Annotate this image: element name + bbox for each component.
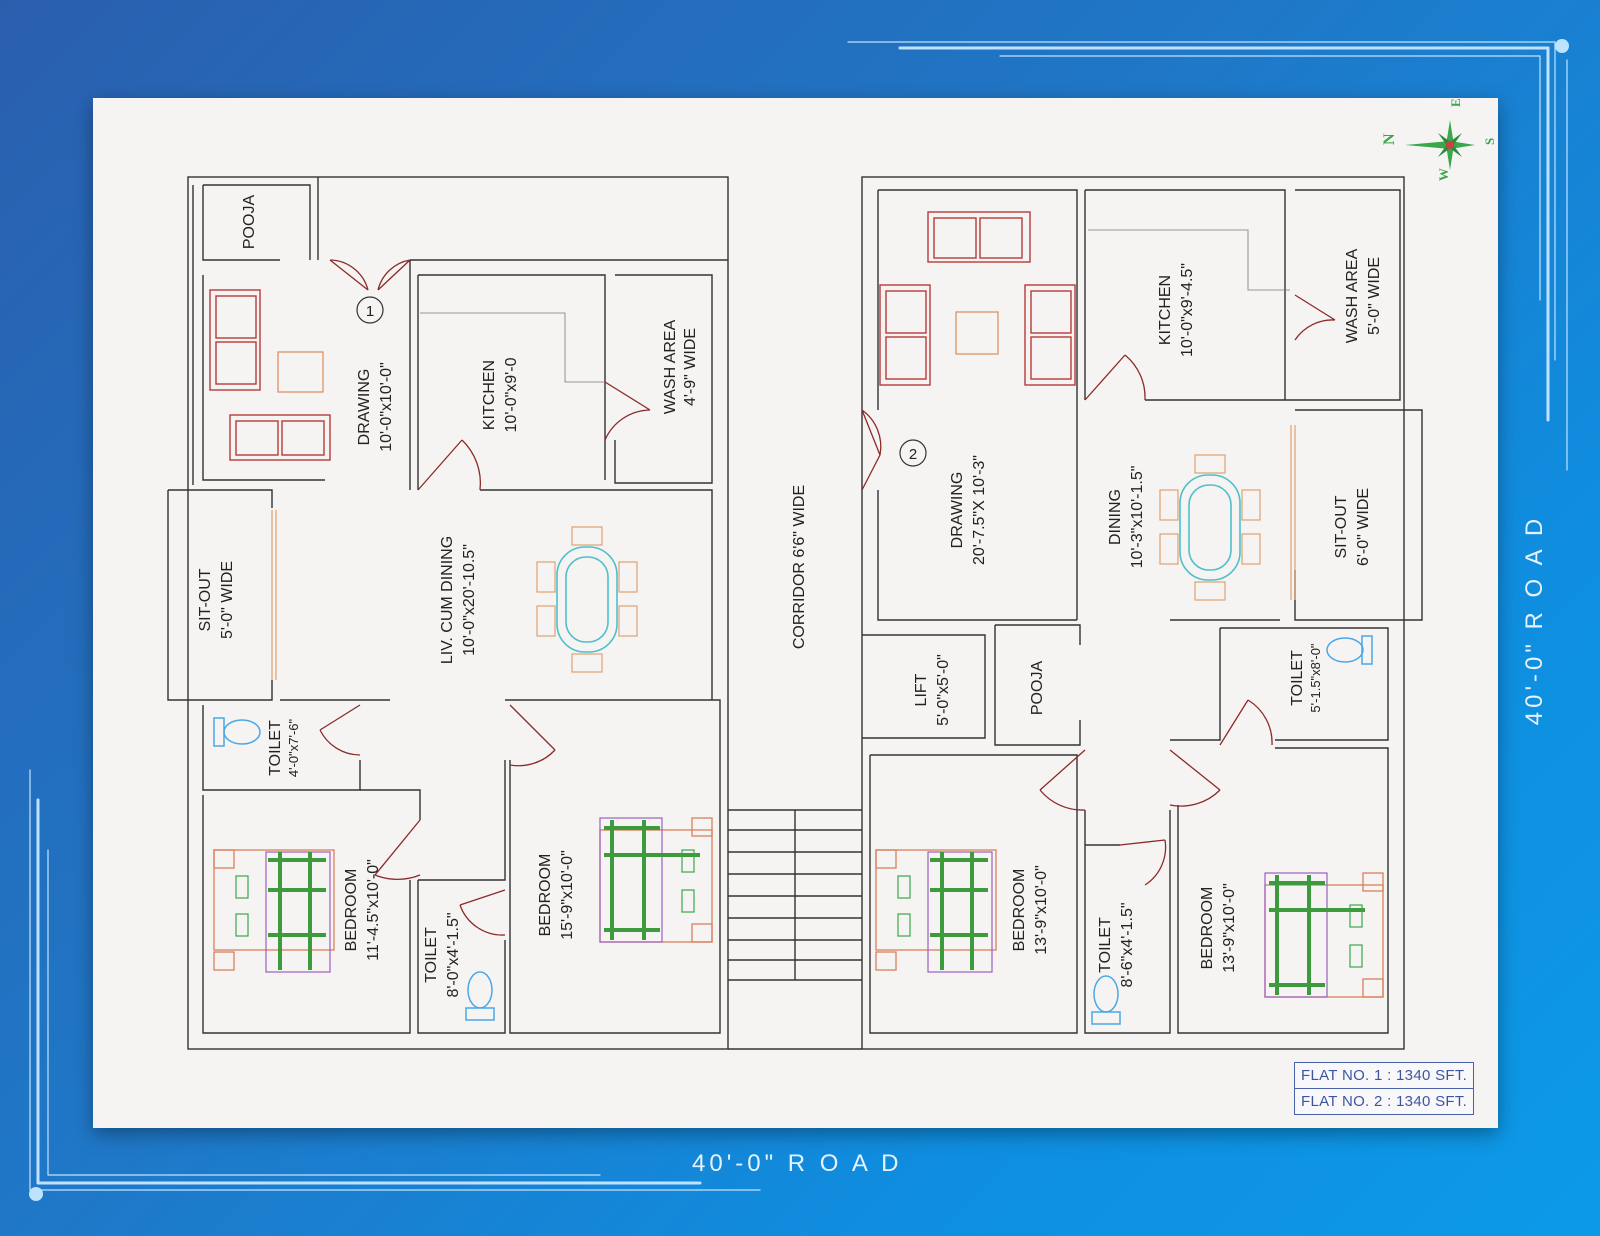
svg-text:8'-6"x4'-1.5": 8'-6"x4'-1.5" xyxy=(1119,902,1136,987)
svg-text:13'-9"x10'-0": 13'-9"x10'-0" xyxy=(1221,883,1238,973)
svg-text:TOILET: TOILET xyxy=(267,720,284,776)
svg-text:E: E xyxy=(1448,98,1463,107)
svg-text:5'-0" WIDE: 5'-0" WIDE xyxy=(1366,257,1383,335)
road-label-bottom: 40'-0" R O A D xyxy=(692,1150,903,1177)
svg-text:4'-9" WIDE: 4'-9" WIDE xyxy=(682,328,699,406)
sitout-glazing xyxy=(271,425,1296,680)
svg-text:BEDROOM: BEDROOM xyxy=(537,854,554,937)
svg-text:6'-0" WIDE: 6'-0" WIDE xyxy=(1355,488,1372,566)
svg-text:15'-9"x10'-0": 15'-9"x10'-0" xyxy=(559,850,576,940)
svg-text:10'-0"x20'-10.5": 10'-0"x20'-10.5" xyxy=(461,544,478,656)
bed-2b xyxy=(1264,872,1384,998)
svg-text:TOILET: TOILET xyxy=(1289,650,1306,706)
svg-text:11'-4.5"x10'-0": 11'-4.5"x10'-0" xyxy=(365,859,382,961)
room-label-kitchen2: KITCHEN 10'-0"x9'-4.5" xyxy=(1157,263,1196,357)
svg-text:10'-0"x10'-0": 10'-0"x10'-0" xyxy=(378,362,395,452)
room-label-drawing1: DRAWING 10'-0"x10'-0" xyxy=(356,362,395,452)
svg-text:13'-9"x10'-0": 13'-9"x10'-0" xyxy=(1033,865,1050,955)
svg-text:5'-0"x5'-0": 5'-0"x5'-0" xyxy=(935,654,952,726)
road-label-right: 40'-0" R O A D xyxy=(1521,514,1548,726)
svg-text:W: W xyxy=(1436,168,1451,181)
svg-text:BEDROOM: BEDROOM xyxy=(1199,887,1216,970)
area-table: FLAT NO. 1 : 1340 SFT. FLAT NO. 2 : 1340… xyxy=(1294,1062,1475,1115)
svg-text:BEDROOM: BEDROOM xyxy=(343,869,360,952)
svg-text:5'-1.5"x8'-0": 5'-1.5"x8'-0" xyxy=(1308,643,1323,712)
svg-text:2: 2 xyxy=(909,446,917,463)
room-label-bedroom2a: BEDROOM 13'-9"x10'-0" xyxy=(1011,865,1050,955)
svg-text:WASH AREA: WASH AREA xyxy=(1344,248,1361,343)
wc-fixtures xyxy=(213,635,1373,1025)
room-label-kitchen1: KITCHEN 10'-0"x9'-0 xyxy=(481,357,520,432)
svg-text:DINING: DINING xyxy=(1107,489,1124,545)
area-row-flat1: FLAT NO. 1 : 1340 SFT. xyxy=(1295,1063,1474,1089)
room-label-wash1: WASH AREA 4'-9" WIDE xyxy=(662,319,699,414)
room-label-toilet2b: TOILET 8'-6"x4'-1.5" xyxy=(1097,902,1136,987)
room-label-sitout1: SIT-OUT 5'-0" WIDE xyxy=(197,561,236,639)
room-label-sitout2: SIT-OUT 6'-0" WIDE xyxy=(1333,488,1372,566)
room-label-living1: LIV. CUM DINING 10'-0"x20'-10.5" xyxy=(439,536,478,664)
room-label-bedroom1a: BEDROOM 11'-4.5"x10'-0" xyxy=(343,859,382,961)
room-label-lift: LIFT 5'-0"x5'-0" xyxy=(913,654,952,726)
corridor-label: CORRIDOR 6'6" WIDE xyxy=(791,485,808,649)
svg-text:DRAWING: DRAWING xyxy=(949,472,966,549)
svg-text:N: N xyxy=(1381,133,1398,145)
svg-text:S: S xyxy=(1482,138,1497,145)
svg-text:10'-3"x10'-1.5": 10'-3"x10'-1.5" xyxy=(1129,466,1146,569)
room-label-bedroom1b: BEDROOM 15'-9"x10'-0" xyxy=(537,850,576,940)
room-label-toilet2a: TOILET 5'-1.5"x8'-0" xyxy=(1289,643,1323,712)
svg-text:KITCHEN: KITCHEN xyxy=(1157,275,1174,345)
dining-table-flat1 xyxy=(536,526,638,673)
entry-marker-2: 2 xyxy=(899,439,927,467)
svg-text:DRAWING: DRAWING xyxy=(356,369,373,446)
area-row-flat2: FLAT NO. 2 : 1340 SFT. xyxy=(1301,1093,1468,1110)
sofa-set-flat1 xyxy=(209,289,331,461)
svg-text:10'-0"x9'-0: 10'-0"x9'-0 xyxy=(503,357,520,432)
room-label-pooja1: POOJA xyxy=(241,195,258,250)
svg-text:SIT-OUT: SIT-OUT xyxy=(1333,495,1350,558)
room-label-bedroom2b: BEDROOM 13'-9"x10'-0" xyxy=(1199,883,1238,973)
svg-text:SIT-OUT: SIT-OUT xyxy=(197,568,214,631)
svg-text:8'-0"x4'-1.5": 8'-0"x4'-1.5" xyxy=(445,912,462,997)
svg-text:LIFT: LIFT xyxy=(913,673,930,706)
bed-1a xyxy=(213,849,335,973)
svg-text:BEDROOM: BEDROOM xyxy=(1011,869,1028,952)
drawing-sheet: 1 2 N E S W POOJA DRAWING 10'-0"x10'-0" xyxy=(93,98,1498,1128)
sofa-set-flat2 xyxy=(879,211,1076,386)
doors xyxy=(319,259,1336,936)
room-label-toilet1a: TOILET 4'-0"x7'-6" xyxy=(267,718,301,777)
plan-walls xyxy=(167,176,1423,1050)
room-label-drawing2: DRAWING 20'-7.5"X 10'-3" xyxy=(949,455,988,565)
svg-text:5'-0" WIDE: 5'-0" WIDE xyxy=(219,561,236,639)
svg-text:20'-7.5"X 10'-3": 20'-7.5"X 10'-3" xyxy=(971,455,988,565)
svg-text:TOILET: TOILET xyxy=(423,927,440,983)
bed-1b xyxy=(599,817,713,943)
svg-text:4'-0"x7'-6": 4'-0"x7'-6" xyxy=(286,718,301,777)
staircase xyxy=(728,809,862,981)
entry-marker-1: 1 xyxy=(356,296,384,324)
svg-text:WASH AREA: WASH AREA xyxy=(662,319,679,414)
svg-text:KITCHEN: KITCHEN xyxy=(481,360,498,430)
room-label-wash2: WASH AREA 5'-0" WIDE xyxy=(1344,248,1383,343)
dining-table-flat2 xyxy=(1159,454,1261,601)
room-label-dining2: DINING 10'-3"x10'-1.5" xyxy=(1107,466,1146,569)
svg-text:TOILET: TOILET xyxy=(1097,917,1114,973)
svg-text:LIV. CUM DINING: LIV. CUM DINING xyxy=(439,536,456,664)
svg-text:1: 1 xyxy=(366,303,374,320)
room-label-toilet1b: TOILET 8'-0"x4'-1.5" xyxy=(423,912,462,997)
bed-2a xyxy=(875,849,997,973)
svg-text:10'-0"x9'-4.5": 10'-0"x9'-4.5" xyxy=(1179,263,1196,357)
room-label-pooja2: POOJA xyxy=(1029,661,1046,716)
compass-icon: N E S W xyxy=(1381,98,1497,181)
floor-plan: 1 2 N E S W POOJA DRAWING 10'-0"x10'-0" xyxy=(167,98,1497,1050)
